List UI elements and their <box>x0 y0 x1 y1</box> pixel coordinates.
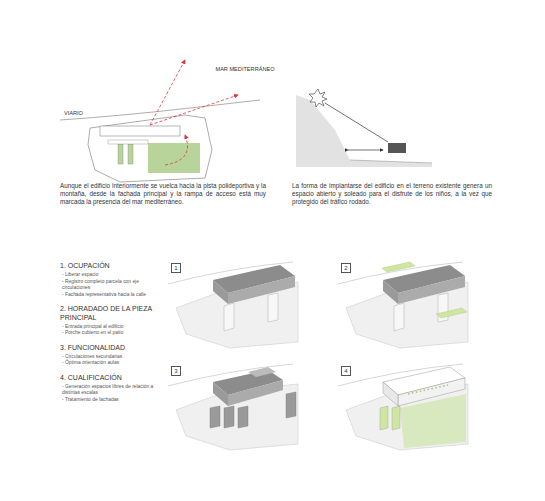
step-bullet: - Circulaciones secundarias <box>60 354 162 361</box>
callout-number: 3 <box>174 368 177 374</box>
callout-number: 4 <box>344 368 347 374</box>
step-bullet: - Registro completo parcela con eje circ… <box>60 279 162 292</box>
step-bullet: - Tratamiento de fachadas <box>60 397 162 404</box>
step-heading: 3. FUNCIONALIDAD <box>60 344 162 352</box>
step-bullet: - Generación espacios libres de relación… <box>60 384 162 397</box>
step-bullet: - Entrada principal al edificio <box>60 324 162 331</box>
step-bullet: - Liberar espacio <box>60 272 162 279</box>
callout-box: 1 <box>171 263 181 273</box>
axonometric-4 <box>338 364 468 450</box>
callout-number: 1 <box>174 265 177 271</box>
description: Aunque el edificio interiormente se vuel… <box>60 182 266 206</box>
callout-number: 2 <box>344 265 347 271</box>
step-bullet: - Fachada representativa hacia la calle <box>60 292 162 299</box>
site-plan <box>60 60 260 182</box>
step-bullet: - Porche cubierto en el patio <box>60 330 162 337</box>
description: La forma de implantarse del edificio en … <box>292 182 492 206</box>
callout-box: 2 <box>341 263 351 273</box>
axonometric-1 <box>168 262 298 348</box>
axonometric-3 <box>168 364 298 450</box>
section-diagram <box>296 89 432 167</box>
callout-box: 3 <box>171 366 181 376</box>
step-heading: 2. HORADADO DE LA PIEZA PRINCIPAL <box>60 305 162 322</box>
callout-box: 4 <box>341 366 351 376</box>
step-list: 1. OCUPACIÓN - Liberar espacio- Registro … <box>60 262 162 404</box>
step-heading: 4. CUALIFICACIÓN <box>60 374 162 382</box>
place-label: MAR MEDITERRÁNEO <box>213 66 277 72</box>
step-heading: 1. OCUPACIÓN <box>60 262 162 270</box>
axonometric-2 <box>338 262 468 348</box>
place-label: VIARIO <box>64 110 104 117</box>
step-bullet: - Óptima orientación aulas <box>60 360 162 367</box>
